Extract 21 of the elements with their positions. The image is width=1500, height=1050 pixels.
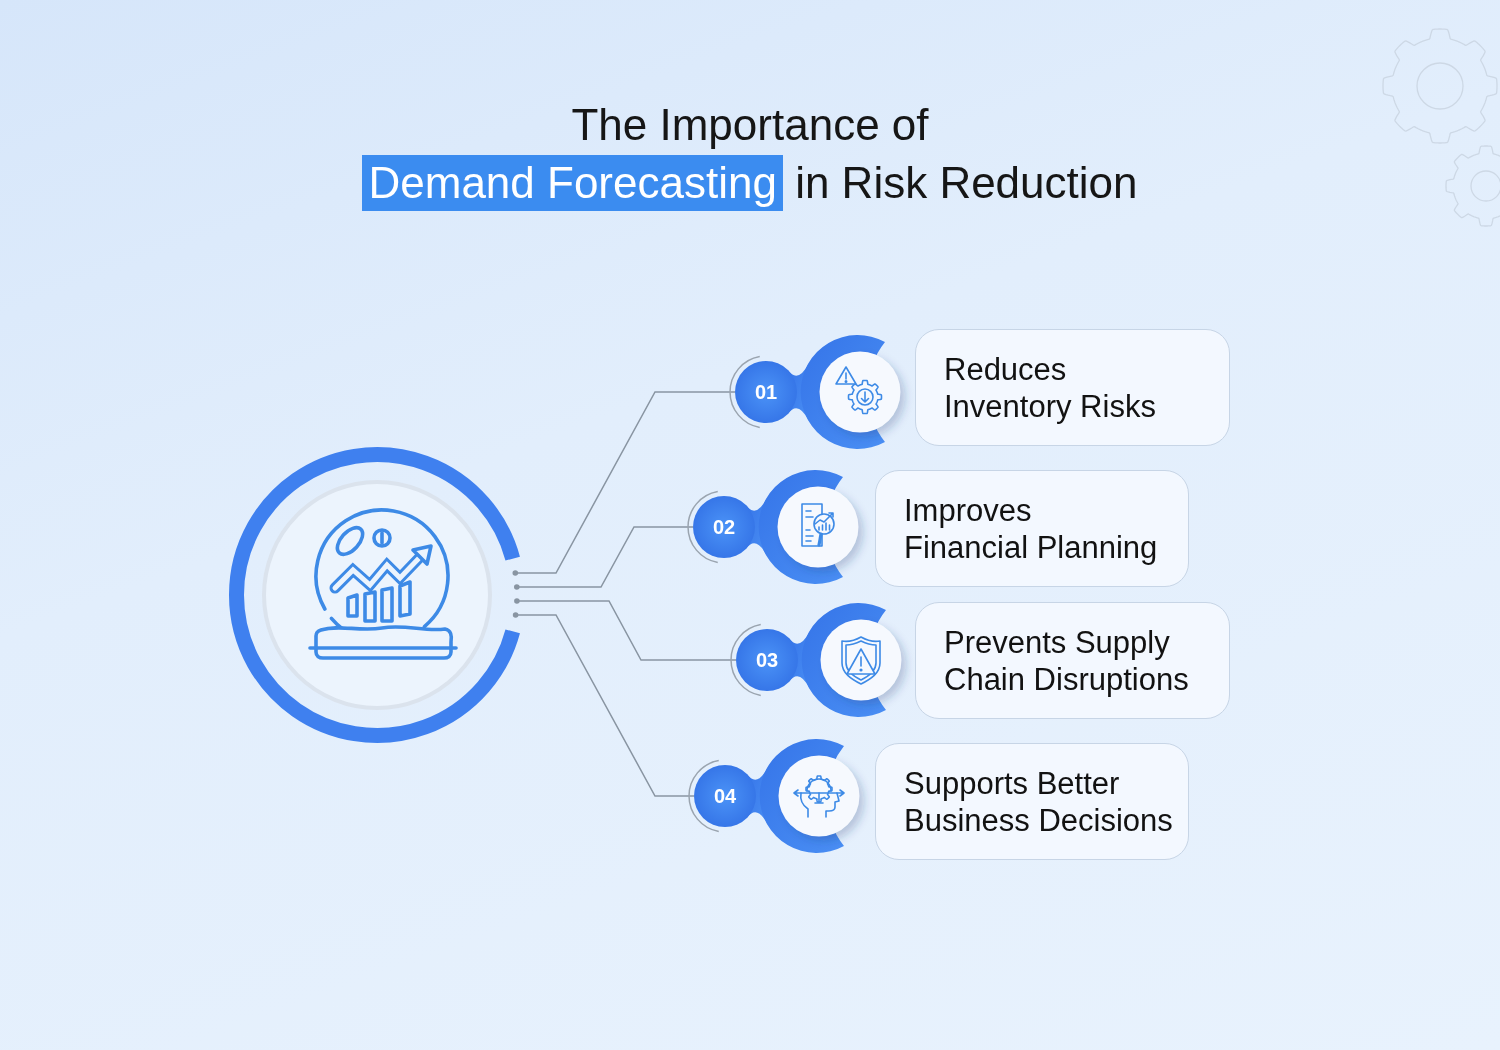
step-badge (687, 738, 863, 854)
step-number: 04 (713, 784, 737, 808)
connector-line (512, 391, 736, 576)
text-card (915, 602, 1230, 719)
step-badge (728, 334, 904, 450)
text-card (875, 743, 1189, 860)
card-text: Prevents Supply Chain Disruptions (944, 623, 1190, 698)
connector-line (514, 526, 694, 590)
step-badge (729, 602, 905, 718)
text-card (915, 329, 1230, 446)
step-number: 01 (754, 380, 778, 404)
card-text: Reduces Inventory Risks (944, 350, 1157, 425)
connector-line (512, 612, 695, 797)
text-card (875, 470, 1189, 587)
card-text: Improves Financial Planning (904, 491, 1159, 566)
connector-line (514, 598, 737, 661)
step-badge (686, 469, 862, 585)
step-number: 02 (712, 515, 736, 539)
step-number: 03 (755, 648, 779, 672)
title: The Importance of Demand Forecasting in Risk Reduction (360, 96, 1140, 212)
card-text: Supports Better Business Decisions (904, 764, 1174, 839)
